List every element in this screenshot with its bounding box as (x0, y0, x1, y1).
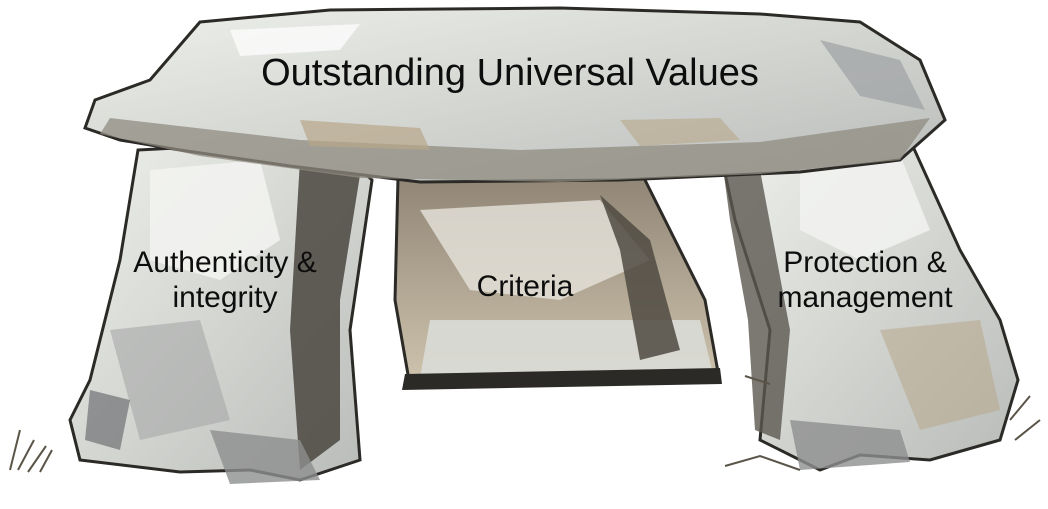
left-pillar-stone (68, 138, 374, 484)
right-pillar-stone (718, 138, 1020, 472)
left-pillar-label-line2: integrity (172, 280, 278, 314)
right-pillar-label-line2: management (777, 280, 953, 314)
left-pillar-label-line1: Authenticity & (133, 246, 317, 279)
grass-tufts (9, 375, 1041, 473)
capstone-label: Outstanding Universal Values (261, 52, 759, 94)
center-pillar-label: Criteria (476, 270, 574, 303)
capstone-stone (83, 6, 947, 184)
right-pillar-label-line1: Protection & (783, 246, 947, 279)
left-pillar-label: Authenticity & integrity (100, 246, 350, 315)
right-pillar-label: Protection & management (740, 246, 990, 315)
center-pillar-stone (393, 168, 722, 390)
